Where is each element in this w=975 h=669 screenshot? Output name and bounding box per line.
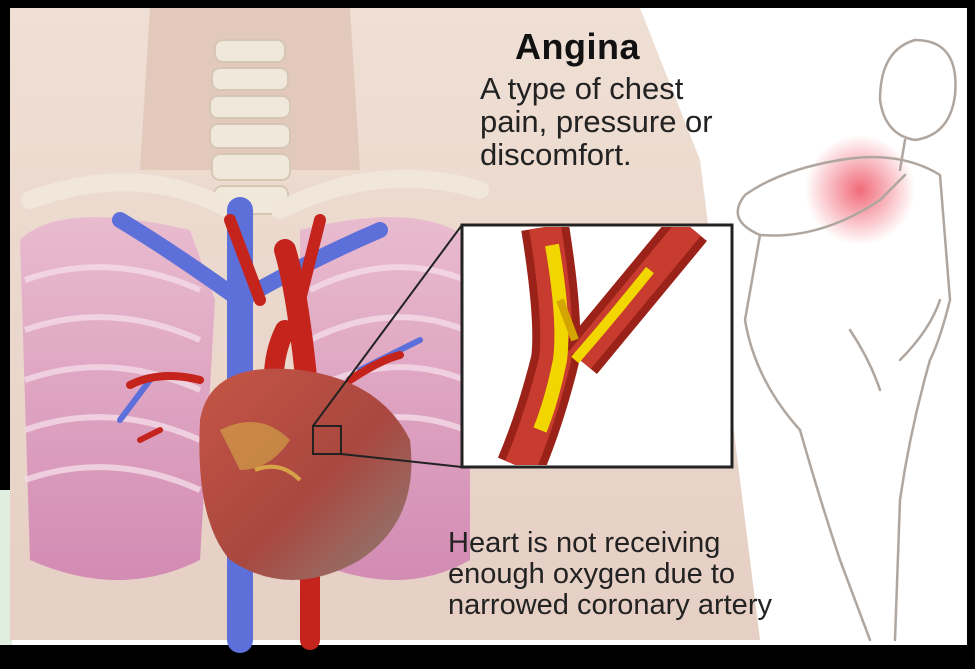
subtitle-line: A type of chest bbox=[480, 72, 800, 105]
subtitle-line: discomfort. bbox=[480, 138, 800, 171]
title: Angina bbox=[515, 26, 640, 68]
caption-line: narrowed coronary artery bbox=[448, 590, 918, 621]
caption: Heart is not receiving enough oxygen due… bbox=[448, 528, 918, 621]
subtitle: A type of chest pain, pressure or discom… bbox=[480, 72, 800, 171]
subtitle-line: pain, pressure or bbox=[480, 105, 800, 138]
caption-line: Heart is not receiving bbox=[448, 528, 918, 559]
artery-inset bbox=[462, 225, 732, 467]
caption-line: enough oxygen due to bbox=[448, 559, 918, 590]
